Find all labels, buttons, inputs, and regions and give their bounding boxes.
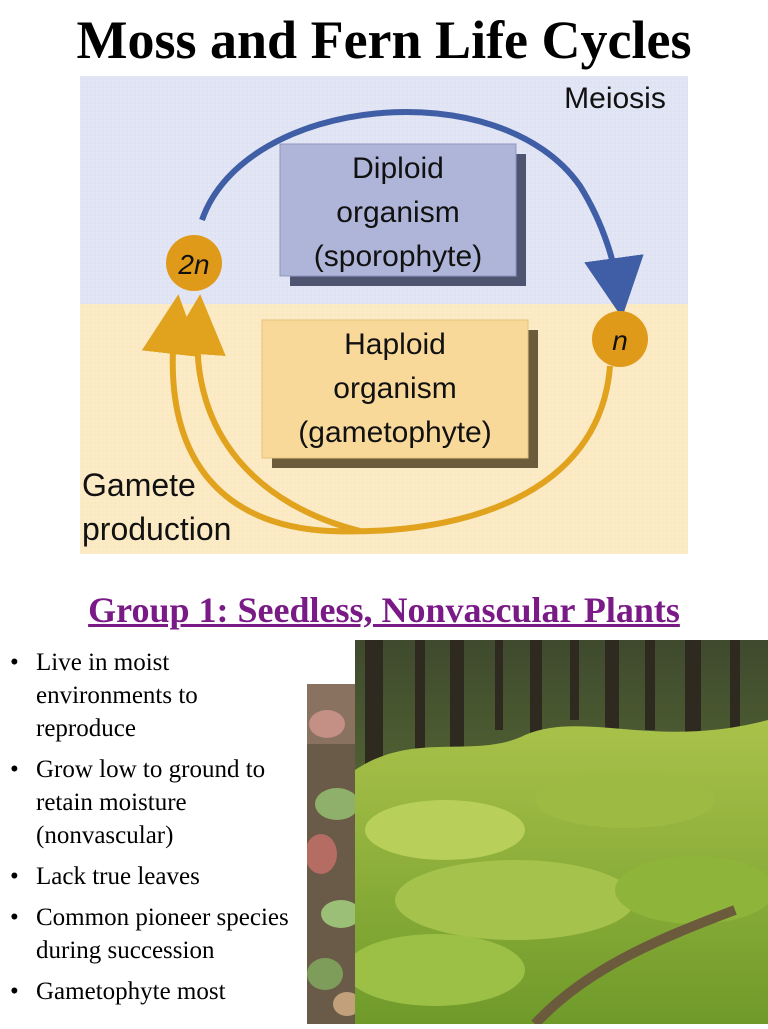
diploid-circle	[166, 235, 222, 291]
meiosis-label: Meiosis	[564, 82, 666, 115]
bullet-text: Live in moist environments to reproduce	[36, 649, 198, 742]
section-heading: Group 1: Seedless, Nonvascular Plants	[88, 590, 680, 630]
haploid-circle	[592, 311, 648, 367]
bullet-icon: •	[10, 978, 19, 1005]
haploid-line-2: organism	[333, 372, 456, 405]
bullet-icon: •	[10, 649, 19, 676]
bullet-icon: •	[10, 863, 19, 890]
bullet-icon: •	[10, 756, 19, 783]
gamete-arrow-outer	[141, 294, 613, 535]
bullet-list: • Live in moist environments to reproduce…	[8, 646, 300, 1016]
list-item: • Grow low to ground to retain moisture (…	[8, 753, 300, 852]
list-item: • Common pioneer species during successio…	[8, 901, 300, 967]
list-item: • Gametophyte most	[8, 975, 300, 1008]
haploid-line-1: Haploid	[344, 328, 446, 361]
haploid-symbol: n	[612, 325, 628, 356]
list-item: • Lack true leaves	[8, 860, 300, 893]
moss-forest-image	[345, 640, 768, 1028]
haploid-line-3: (gametophyte)	[298, 416, 491, 449]
diploid-line-3: (sporophyte)	[314, 240, 482, 273]
moss-closeup-image	[305, 684, 361, 1024]
diploid-line-1: Diploid	[352, 152, 444, 185]
diploid-line-2: organism	[336, 196, 459, 229]
gamete-label-line-2: production	[82, 511, 231, 547]
diploid-box	[279, 143, 517, 277]
bullet-text: Lack true leaves	[36, 863, 200, 890]
gamete-arrow-inner	[165, 294, 361, 534]
bullet-text: Common pioneer species during succession	[36, 904, 289, 964]
list-item: • Live in moist environments to reproduce	[8, 646, 300, 745]
diploid-symbol: 2n	[177, 249, 209, 280]
bullet-text: Gametophyte most	[36, 978, 226, 1005]
page-title: Moss and Fern Life Cycles	[76, 10, 692, 70]
haploid-box	[261, 319, 529, 459]
bullet-text: Grow low to ground to retain moisture (n…	[36, 756, 266, 849]
meiosis-arrow	[199, 109, 644, 318]
bullet-icon: •	[10, 904, 19, 931]
life-cycle-diagram: Meiosis Diploid organism (sporophyte) Ha…	[80, 76, 688, 554]
gamete-label-line-1: Gamete	[82, 467, 196, 503]
